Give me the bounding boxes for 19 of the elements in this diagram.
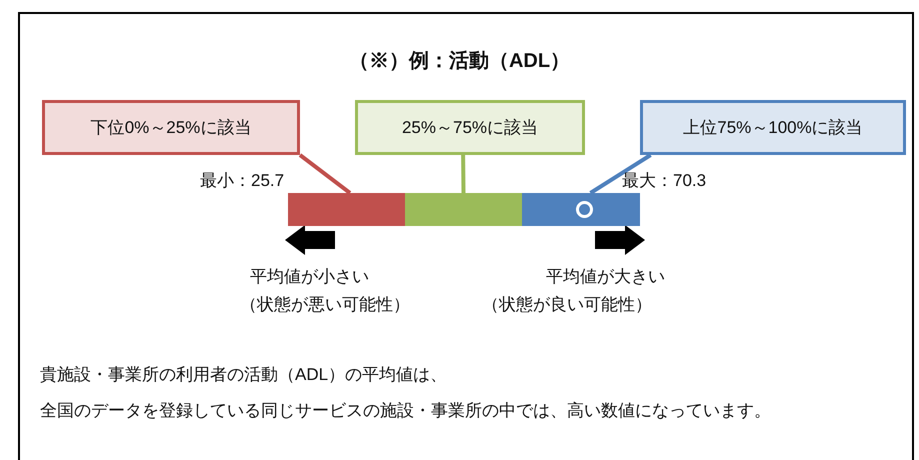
title: （※）例：活動（ADL） [348, 49, 572, 74]
summary-text: 貴施設・事業所の利用者の活動（ADL）の平均値は、 [40, 364, 448, 386]
scale-bar-segment [288, 193, 405, 226]
scale-bar-segment [522, 193, 640, 226]
category-box: 上位75%～100%に該当 [640, 100, 906, 155]
direction-label: （状態が悪い可能性） [240, 294, 410, 316]
category-box: 25%～75%に該当 [355, 100, 585, 155]
direction-label: 平均値が大きい [546, 266, 665, 288]
value-label: 最大：70.3 [622, 170, 706, 192]
category-box: 下位0%～25%に該当 [42, 100, 300, 155]
leader-line [589, 153, 652, 195]
value-marker [576, 201, 593, 218]
leader-line [461, 154, 466, 194]
direction-label: （状態が良い可能性） [482, 294, 652, 316]
value-label: 最小：25.7 [200, 170, 284, 192]
scale-bar-segment [405, 193, 522, 226]
direction-label: 平均値が小さい [250, 266, 369, 288]
summary-text: 全国のデータを登録している同じサービスの施設・事業所の中では、高い数値になっています。 [40, 400, 771, 422]
leader-line [298, 153, 352, 195]
